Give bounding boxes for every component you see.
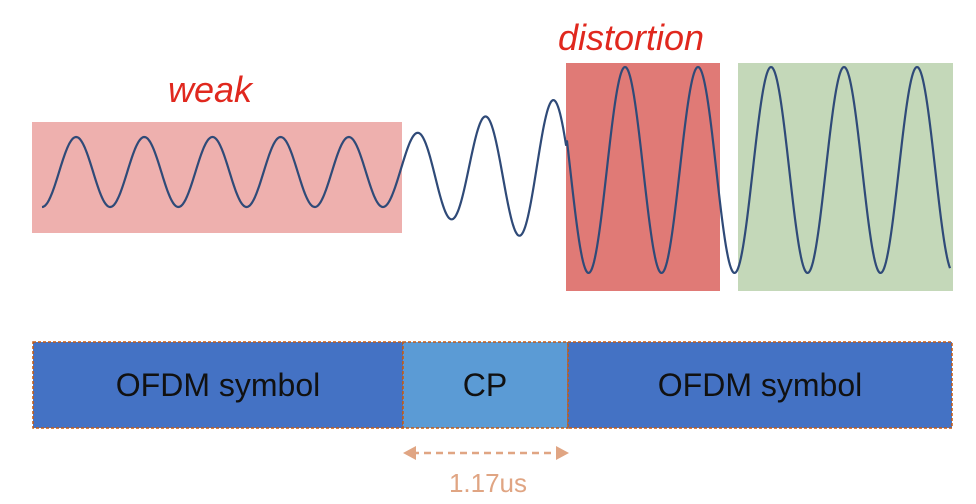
waveform — [41, 65, 952, 274]
distortion-label: distortion — [558, 17, 704, 58]
segment-label-right: OFDM symbol — [658, 367, 862, 403]
symbol-bar: OFDM symbol CP OFDM symbol — [32, 341, 953, 429]
weak-label: weak — [168, 69, 254, 110]
segment-label-cp: CP — [463, 367, 507, 403]
arrow-head-left-icon — [403, 446, 416, 460]
ofdm-symbol-segment-right — [567, 341, 953, 429]
segment-label-left: OFDM symbol — [116, 367, 320, 403]
strong-region — [738, 63, 953, 291]
arrow-head-right-icon — [556, 446, 569, 460]
cp-segment — [402, 341, 569, 429]
cp-duration-arrow: 1.17us — [403, 446, 569, 498]
cp-duration-label: 1.17us — [449, 468, 527, 498]
